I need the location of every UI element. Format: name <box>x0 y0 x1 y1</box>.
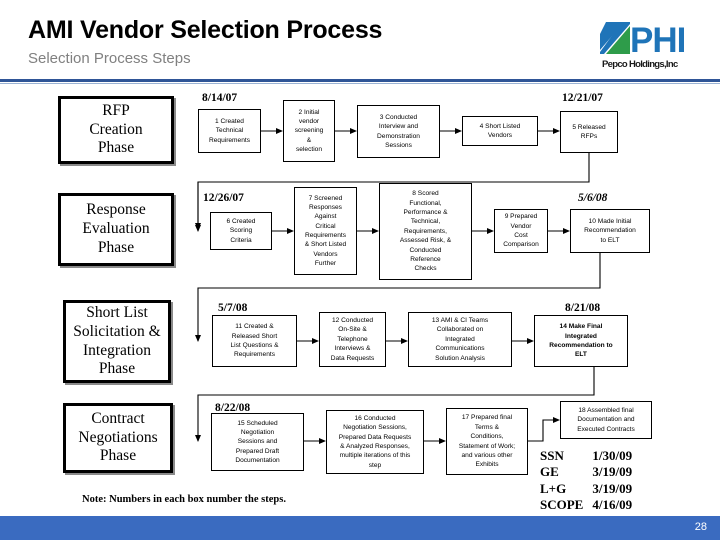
phi-logo-mark: PHI <box>600 21 686 58</box>
step-box-8[interactable]: 8 Scored Functional, Performance & Techn… <box>379 183 472 280</box>
step-box-16[interactable]: 16 Conducted Negotiation Sessions, Prepa… <box>326 410 424 474</box>
vendor-name: L+G <box>540 480 567 496</box>
step-box-15[interactable]: 15 Scheduled Negotiation Sessions and Pr… <box>211 413 304 471</box>
phase-label: Short List Solicitation & Integration Ph… <box>73 303 161 378</box>
contract-dates-table: SSN 1/30/09 GE 3/19/09 L+G 3/19/09 SCOPE… <box>540 448 632 514</box>
step-box-3[interactable]: 3 Conducted Interview and Demonstration … <box>357 105 440 158</box>
step-box-6[interactable]: 6 Created Scoring Criteria <box>210 212 272 250</box>
phase-box-short-list-solicitation[interactable]: Short List Solicitation & Integration Ph… <box>63 300 171 383</box>
step-box-4[interactable]: 4 Short Listed Vendors <box>462 116 538 146</box>
step-box-14[interactable]: 14 Make Final Integrated Recommendation … <box>534 315 628 367</box>
date-label-12-21-07: 12/21/07 <box>562 92 603 104</box>
step-box-9[interactable]: 9 Prepared Vendor Cost Comparison <box>494 209 548 253</box>
phase-box-contract-negotiations[interactable]: Contract Negotiations Phase <box>63 403 173 473</box>
step-box-18[interactable]: 18 Assembled final Documentation and Exe… <box>560 401 652 439</box>
date-label-5-6-08: 5/6/08 <box>578 192 608 204</box>
phi-logo: PHI Pepco Holdings,Inc <box>600 20 712 74</box>
page-title: AMI Vendor Selection Process <box>28 16 383 44</box>
step-box-12[interactable]: 12 Conducted On-Site & Telephone Intervi… <box>319 312 386 367</box>
table-row: SSN 1/30/09 <box>540 448 632 464</box>
phase-label: RFP Creation Phase <box>89 101 143 157</box>
vendor-name: GE <box>540 464 559 480</box>
step-box-5[interactable]: 5 Released RFPs <box>560 111 618 153</box>
date-label-12-26-07: 12/26/07 <box>203 192 244 204</box>
step-box-10[interactable]: 10 Made Initial Recommendation to ELT <box>570 209 650 253</box>
vendor-date: 3/19/09 <box>592 464 633 480</box>
phase-box-response-evaluation[interactable]: Response Evaluation Phase <box>58 193 174 266</box>
header-divider <box>0 79 720 82</box>
step-box-17[interactable]: 17 Prepared final Terms & Conditions, St… <box>446 408 528 475</box>
vendor-date: 4/16/09 <box>592 497 633 513</box>
date-label-8-14-07: 8/14/07 <box>202 92 238 104</box>
page-subtitle: Selection Process Steps <box>28 50 191 67</box>
phase-box-rfp-creation[interactable]: RFP Creation Phase <box>58 96 174 164</box>
vendor-date: 1/30/09 <box>592 448 633 463</box>
step-box-7[interactable]: 7 Screened Responses Against Critical Re… <box>294 187 357 275</box>
table-row: SCOPE 4/16/09 <box>540 497 632 513</box>
table-row: GE 3/19/09 <box>540 464 632 480</box>
step-box-1[interactable]: 1 Created Technical Requirements <box>198 109 261 153</box>
step-box-2[interactable]: 2 Initial vendor screening & selection <box>283 100 335 162</box>
step-box-13[interactable]: 13 AMI & CI Teams Collaborated on Integr… <box>408 312 512 367</box>
table-row: L+G 3/19/09 <box>540 481 632 497</box>
vendor-name: SCOPE <box>540 497 584 513</box>
phi-logo-text: Pepco Holdings,Inc <box>602 59 678 70</box>
date-label-8-21-08: 8/21/08 <box>565 302 601 314</box>
step-box-11[interactable]: 11 Created & Released Short List Questio… <box>212 315 297 367</box>
footer-bar <box>0 516 720 540</box>
vendor-date: 3/19/09 <box>592 480 633 496</box>
vendor-name: SSN <box>540 448 564 463</box>
phase-label: Response Evaluation Phase <box>82 201 150 256</box>
date-label-5-7-08: 5/7/08 <box>218 302 248 314</box>
page-number: 28 <box>694 521 707 533</box>
date-label-8-22-08: 8/22/08 <box>215 402 251 414</box>
svg-text:PHI: PHI <box>630 21 685 58</box>
phase-label: Contract Negotiations Phase <box>78 409 158 465</box>
header-divider-light <box>0 83 720 84</box>
diagram-note: Note: Numbers in each box number the ste… <box>82 494 286 505</box>
